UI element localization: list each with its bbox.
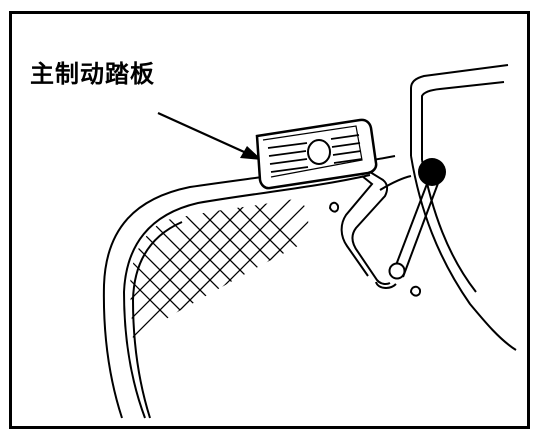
brake-pedal-pad — [255, 118, 378, 190]
leader-arrow — [157, 111, 262, 160]
brake-pedal-label: 主制动踏板 — [30, 60, 155, 88]
floor-outline — [102, 155, 396, 419]
floor-mat-mesh — [130, 198, 309, 345]
push-rod — [388, 158, 446, 280]
mounting-bracket — [379, 64, 517, 351]
pedal-arm — [340, 171, 397, 289]
bolt-holes — [328, 201, 422, 297]
